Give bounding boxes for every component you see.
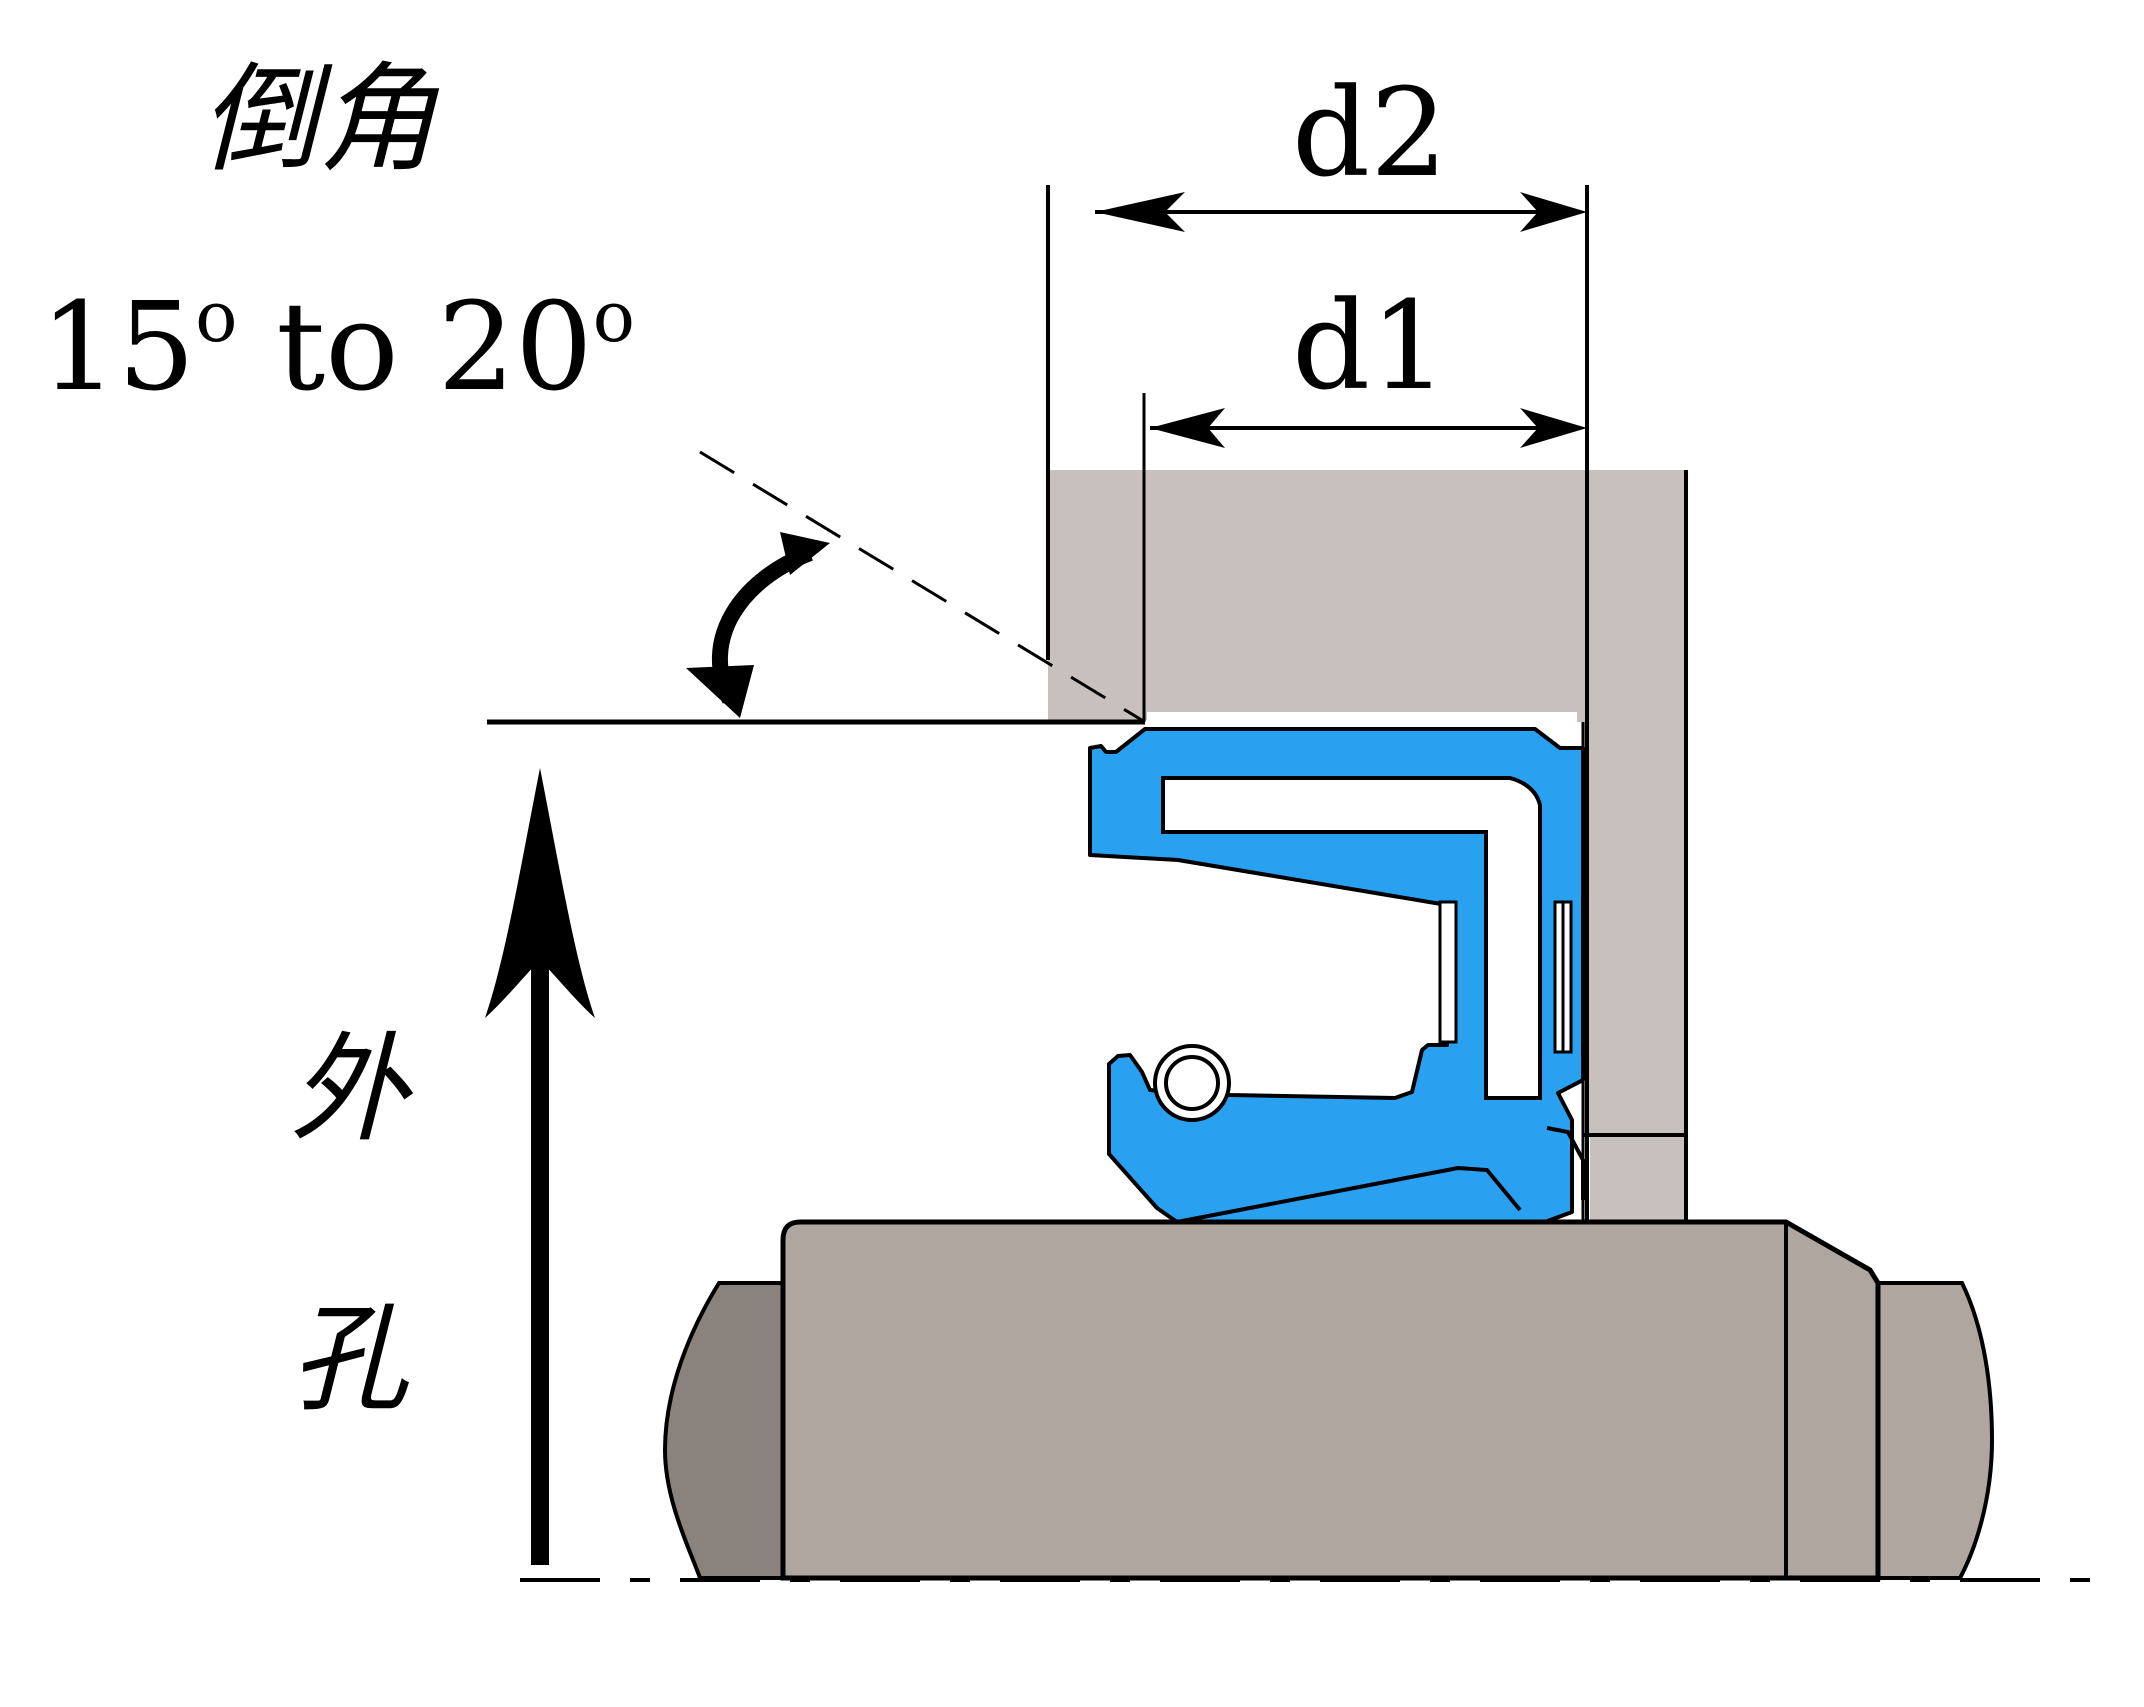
chamfer-dashed-line: [699, 450, 1146, 724]
hole-label: 孔: [290, 1290, 409, 1428]
housing-block: [1048, 470, 1686, 1224]
d1-arrow-right: [1520, 408, 1587, 448]
d2-label: d2: [1292, 62, 1448, 204]
garter-spring-inner: [1164, 1055, 1220, 1111]
d1-label: d1: [1292, 275, 1448, 417]
shaft-left-end: [662, 1281, 785, 1580]
d2-arrow-right: [1520, 192, 1587, 232]
chamfer-arrow-top: [780, 532, 830, 575]
d2-arrow-left: [1095, 192, 1185, 232]
seal-gap-left: [1438, 900, 1458, 1044]
outer-label: 外: [290, 1020, 409, 1158]
chamfer-arrow-bottom: [686, 665, 754, 718]
seal-inner-lip: [1176, 1165, 1522, 1224]
chamfer-label: 倒角: [200, 50, 437, 188]
degree-sign-2: o: [592, 276, 635, 358]
seal-dust-lip: [1546, 1126, 1585, 1200]
degree-sign-1: o: [195, 276, 238, 358]
angle-to-word: to: [276, 276, 399, 418]
angle-from: 15: [40, 276, 196, 418]
shaft-body: [780, 1219, 1881, 1581]
angle-upper: 20: [437, 276, 593, 418]
shaft-right-end: [1876, 1281, 1995, 1580]
metal-insert: [1161, 776, 1542, 1100]
d1-arrow-left: [1150, 408, 1225, 448]
angle-label: 15o to 20o: [40, 282, 635, 408]
outward-arrow-head: [485, 768, 595, 1018]
